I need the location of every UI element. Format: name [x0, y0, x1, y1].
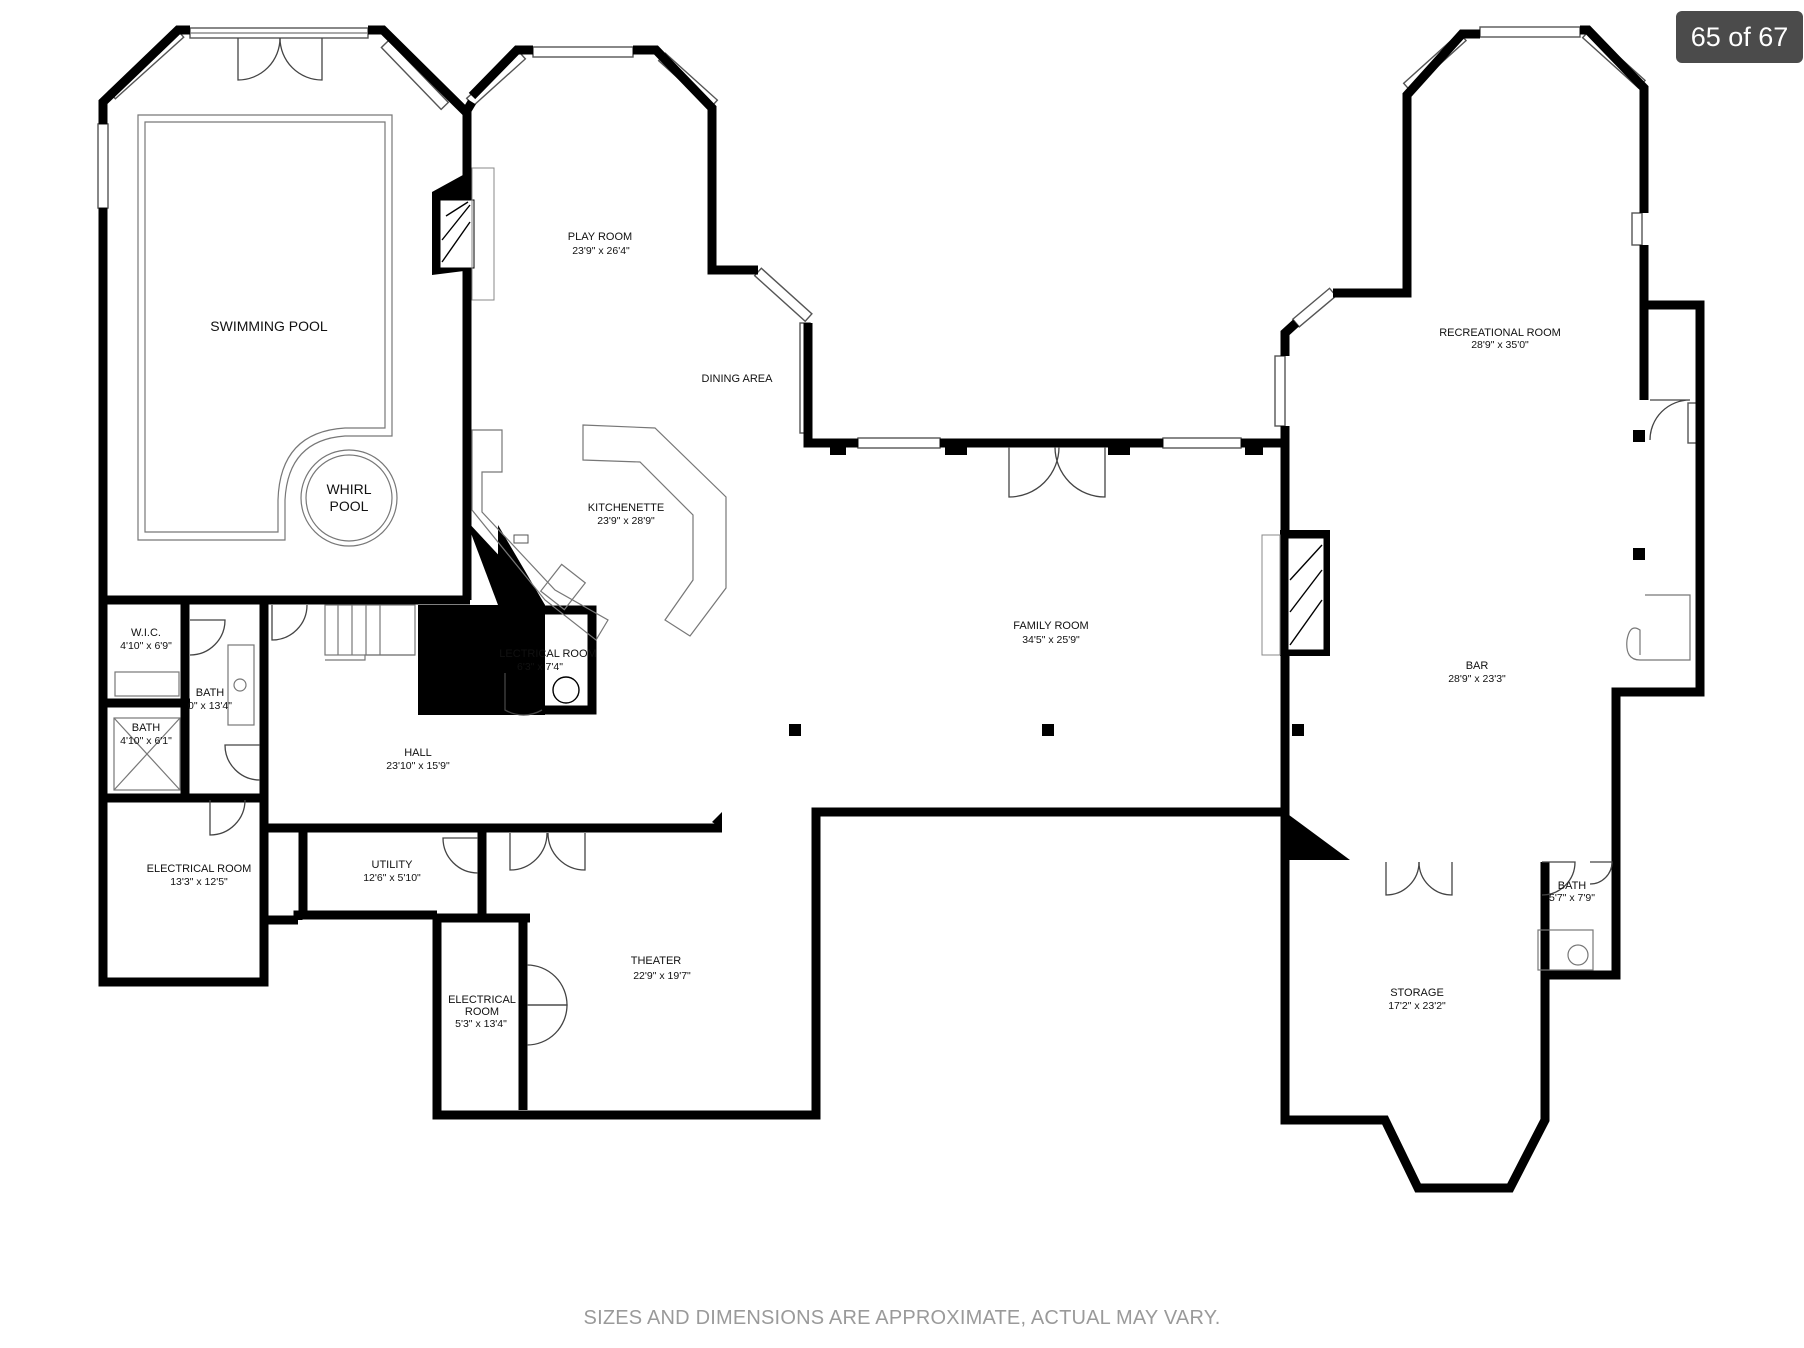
dining-area-name: DINING AREA: [702, 373, 774, 385]
walls: [98, 25, 1705, 1193]
hall-dims: 23'10" x 15'9": [386, 760, 450, 772]
utility-name: UTILITY: [372, 859, 414, 871]
whirl-pool-label-1: WHIRL: [326, 481, 371, 497]
stairs: [324, 604, 416, 661]
electrical-room-3-name-1: ELECTRICAL: [448, 994, 516, 1006]
electrical-room-3-dims: 5'3" x 13'4": [455, 1018, 507, 1030]
disclaimer-text: SIZES AND DIMENSIONS ARE APPROXIMATE, AC…: [583, 1307, 1221, 1329]
windows: [97, 26, 1699, 449]
utility-dims: 12'6" x 5'10": [363, 872, 421, 884]
room-labels: SWIMMING POOL WHIRL POOL PLAY ROOM 23'9"…: [120, 231, 1595, 1030]
electrical-room-1-dims: 6'3" x 7'4": [517, 661, 563, 673]
kitchen-counters: [471, 424, 727, 641]
pool: [137, 114, 398, 547]
bath-fixtures: [113, 594, 1691, 971]
kitchenette-name: KITCHENETTE: [588, 502, 664, 514]
columns: [789, 430, 1645, 736]
recreational-room-name: RECREATIONAL ROOM: [1439, 327, 1561, 339]
electrical-room-2-name: ELECTRICAL ROOM: [147, 863, 252, 875]
theater-dims: 22'9" x 19'7": [633, 970, 691, 982]
theater-name: THEATER: [631, 955, 682, 967]
hall-name: HALL: [404, 747, 432, 759]
whirl-pool-label-2: POOL: [330, 498, 369, 514]
bath-2-dims: 4'10" x 6'1": [120, 735, 172, 747]
electrical-room-1-name: LECTRICAL ROOM: [499, 648, 596, 660]
electrical-room-3-name-2: ROOM: [465, 1006, 499, 1018]
bar-dims: 28'9" x 23'3": [1448, 673, 1506, 685]
bath-3-name: BATH: [1558, 880, 1587, 892]
wic-name: W.I.C.: [131, 627, 161, 639]
play-room-dims: 23'9" x 26'4": [572, 245, 630, 257]
fireplace-hatch: [441, 167, 1330, 656]
recreational-room-dims: 28'9" x 35'0": [1471, 339, 1529, 351]
swimming-pool-label: SWIMMING POOL: [210, 318, 328, 334]
doors: [189, 37, 1691, 1046]
family-room-name: FAMILY ROOM: [1013, 620, 1088, 632]
storage-name: STORAGE: [1390, 987, 1444, 999]
play-room-name: PLAY ROOM: [568, 231, 632, 243]
bath-2-name: BATH: [132, 722, 161, 734]
bath-3-dims: 5'7" x 7'9": [1549, 892, 1595, 904]
bath-1-name: BATH: [196, 687, 225, 699]
storage-dims: 17'2" x 23'2": [1388, 1000, 1446, 1012]
bath-1-dims: 0" x 13'4": [188, 700, 232, 712]
image-counter-badge: 65 of 67: [1676, 11, 1803, 63]
family-room-dims: 34'5" x 25'9": [1022, 634, 1080, 646]
electrical-room-2-dims: 13'3" x 12'5": [170, 876, 228, 888]
wic-dims: 4'10" x 6'9": [120, 640, 172, 652]
bar-name: BAR: [1466, 660, 1489, 672]
kitchenette-dims: 23'9" x 28'9": [597, 515, 655, 527]
